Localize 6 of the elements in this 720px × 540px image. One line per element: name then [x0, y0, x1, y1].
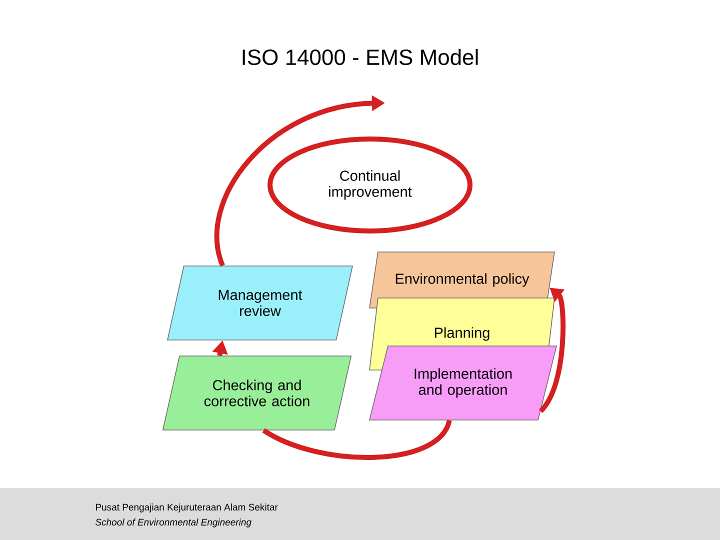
- footer-text: School of Environmental Engineering: [95, 518, 252, 528]
- process-parallelogram: Management review: [167, 266, 353, 340]
- title: ISO 14000 - EMS Model: [242, 48, 478, 66]
- process-parallelogram: Implementation and operation: [369, 346, 558, 420]
- footer-text: Pusat Pengajian Kejuruteraan Alam Sekitar: [96, 504, 278, 512]
- process-parallelogram: Checking and corrective action: [162, 356, 352, 430]
